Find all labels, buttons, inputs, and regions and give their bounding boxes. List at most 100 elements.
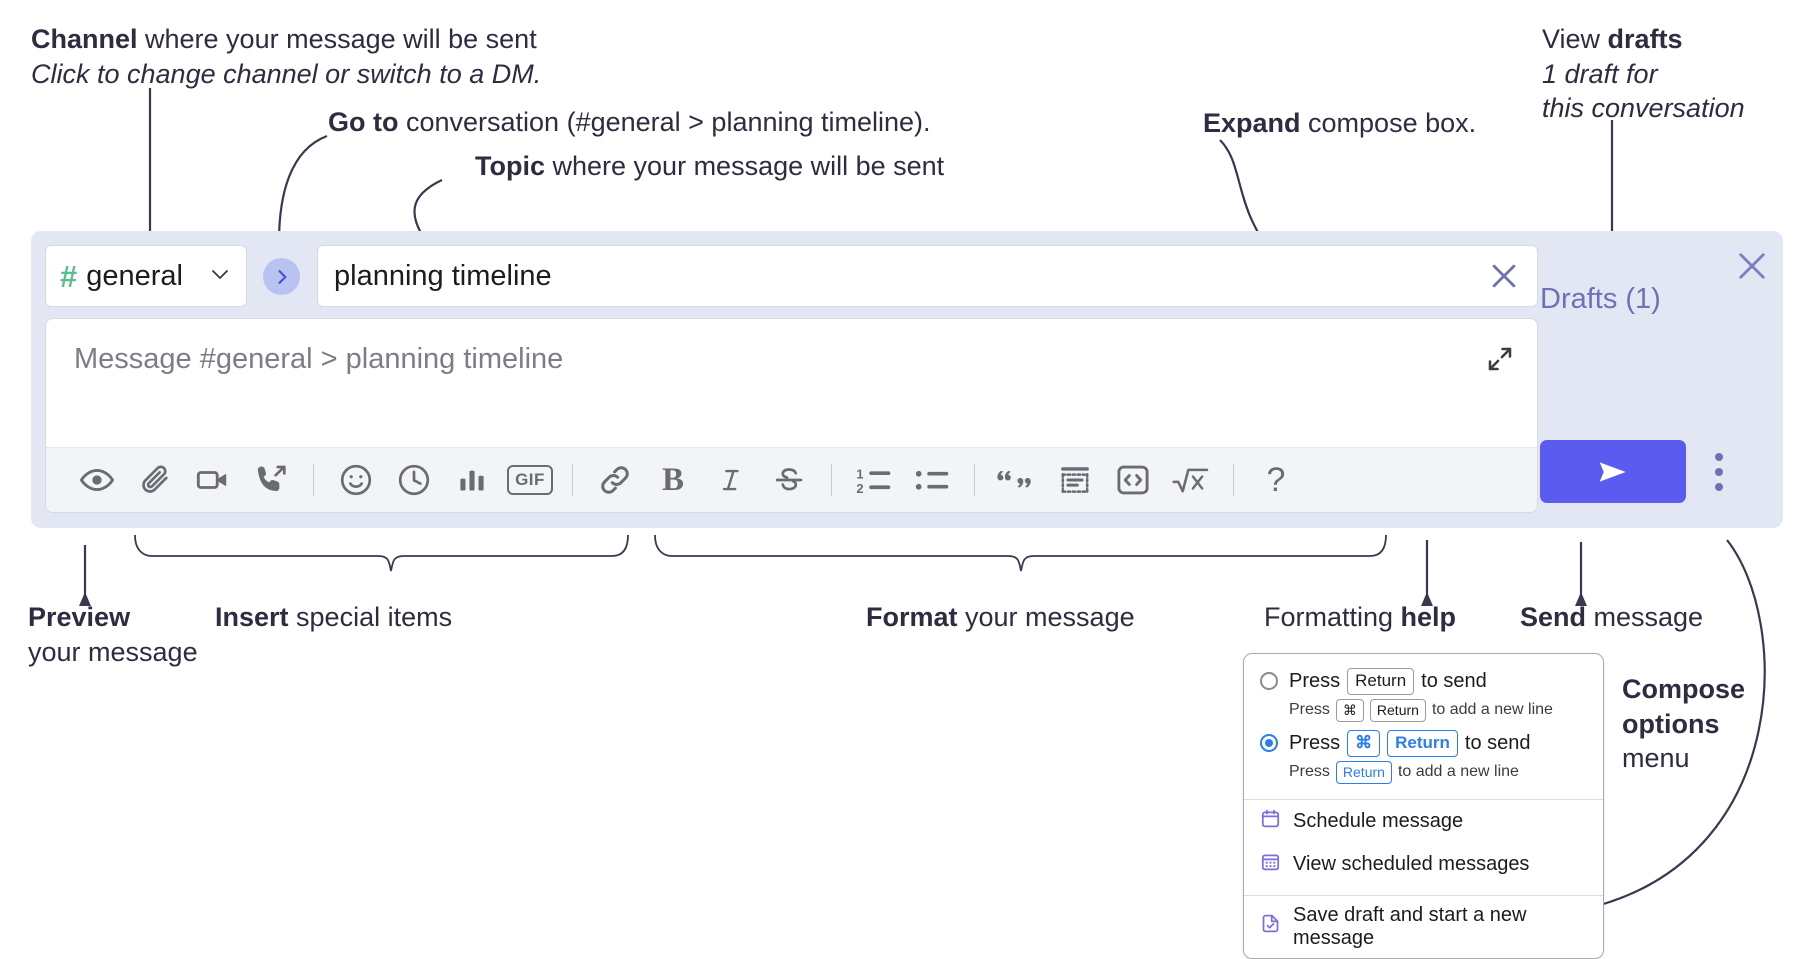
code-block-icon[interactable] bbox=[1046, 451, 1104, 509]
phone-forward-icon[interactable] bbox=[242, 451, 300, 509]
menu-item-label: Save draft and start a new message bbox=[1293, 903, 1527, 949]
key-return: Return bbox=[1335, 760, 1392, 784]
topic-value: planning timeline bbox=[334, 259, 552, 292]
hash-icon: # bbox=[60, 258, 78, 294]
toolbar-divider bbox=[313, 464, 314, 496]
more-dot bbox=[1715, 468, 1723, 476]
close-compose-icon[interactable] bbox=[1734, 248, 1770, 289]
annotation-drafts-bold: drafts bbox=[1607, 24, 1683, 54]
calendar-grid-icon bbox=[1260, 851, 1281, 878]
svg-text:2: 2 bbox=[856, 481, 863, 496]
chevron-right-icon bbox=[277, 269, 286, 284]
annotation-preview-bold: Preview bbox=[28, 602, 131, 632]
annotation-help: Formatting help bbox=[1264, 600, 1456, 635]
question-mark-icon[interactable]: ? bbox=[1247, 451, 1305, 509]
annotation-help-pre: Formatting bbox=[1264, 602, 1401, 632]
annotation-drafts: View drafts 1 draft for this conversatio… bbox=[1542, 22, 1745, 126]
key-return: Return bbox=[1369, 698, 1426, 722]
annotation-goto-bold: Go to bbox=[328, 107, 399, 137]
toolbar-divider bbox=[831, 464, 832, 496]
bar-chart-icon[interactable] bbox=[443, 451, 501, 509]
emoji-icon[interactable] bbox=[327, 451, 385, 509]
send-button[interactable] bbox=[1540, 440, 1686, 503]
menu-item-view-scheduled-messages[interactable]: View scheduled messages bbox=[1244, 843, 1603, 886]
toolbar-divider bbox=[974, 464, 975, 496]
annotation-drafts-sub1: 1 draft for bbox=[1542, 58, 1658, 89]
more-dot bbox=[1715, 483, 1723, 491]
strikethrough-icon[interactable] bbox=[760, 451, 818, 509]
annotation-drafts-sub2: this conversation bbox=[1542, 93, 1745, 124]
menu-item-schedule-message[interactable]: Schedule message bbox=[1244, 800, 1603, 843]
tail-word: to send bbox=[1464, 731, 1531, 754]
paperclip-icon[interactable] bbox=[126, 451, 184, 509]
send-icon bbox=[1599, 461, 1626, 482]
toolbar-divider bbox=[572, 464, 573, 496]
drafts-link[interactable]: Drafts (1) bbox=[1540, 283, 1661, 315]
tail-word: to send bbox=[1421, 669, 1487, 692]
go-to-conversation-button[interactable] bbox=[263, 258, 300, 295]
menu-item-label: Schedule message bbox=[1293, 809, 1464, 832]
gif-icon[interactable]: GIF bbox=[501, 451, 559, 509]
save-draft-icon bbox=[1260, 913, 1281, 940]
blockquote-icon[interactable] bbox=[988, 451, 1046, 509]
annotation-channel-bold: Channel bbox=[31, 24, 138, 54]
bold-icon[interactable]: B bbox=[644, 451, 702, 509]
annotation-topic: Topic where your message will be sent bbox=[475, 149, 944, 184]
message-input-box[interactable]: Message #general > planning timeline bbox=[45, 318, 1538, 513]
calendar-icon bbox=[1260, 808, 1281, 835]
bulleted-list-icon[interactable] bbox=[903, 451, 961, 509]
compose-options-button[interactable] bbox=[1702, 444, 1736, 500]
annotation-channel-sub: Click to change channel or switch to a D… bbox=[31, 58, 542, 89]
key-return: Return bbox=[1387, 729, 1458, 757]
annotation-drafts-pre: View bbox=[1542, 24, 1608, 54]
radio-option-2-hint: Press Return to add a new line bbox=[1244, 759, 1603, 790]
compose-panel: # general planning timeline Message #gen… bbox=[31, 231, 1783, 528]
menu-divider bbox=[1244, 894, 1603, 896]
annotation-insert-bold: Insert bbox=[215, 602, 289, 632]
menu-item-save-draft[interactable]: Save draft and start a new message bbox=[1244, 896, 1603, 958]
press-word: Press bbox=[1289, 731, 1341, 754]
menu-item-label: View scheduled messages bbox=[1293, 852, 1530, 875]
annotation-send-bold: Send bbox=[1520, 602, 1587, 632]
radio-option-1-hint: Press ⌘ Return to add a new line bbox=[1244, 697, 1603, 728]
video-camera-icon[interactable] bbox=[184, 451, 242, 509]
channel-selector[interactable]: # general bbox=[45, 245, 247, 307]
message-input-placeholder: Message #general > planning timeline bbox=[74, 343, 564, 375]
annotation-goto-rest: conversation (#general > planning timeli… bbox=[398, 107, 931, 137]
compose-options-menu: Press Return to send Press ⌘ Return to a… bbox=[1243, 653, 1604, 959]
radio-option-cmd-return-to-send[interactable]: Press ⌘ Return to send bbox=[1244, 728, 1603, 759]
tail-word: to add a new line bbox=[1397, 763, 1519, 781]
annotation-format-bold: Format bbox=[866, 602, 958, 632]
annotation-channel-rest: where your message will be sent bbox=[137, 24, 537, 54]
annotation-options-bold2: options bbox=[1622, 708, 1720, 739]
annotation-insert-rest: special items bbox=[288, 602, 453, 632]
math-icon[interactable] bbox=[1162, 451, 1220, 509]
press-word: Press bbox=[1289, 763, 1330, 781]
radio-button[interactable] bbox=[1260, 672, 1278, 691]
expand-icon[interactable] bbox=[1485, 344, 1515, 379]
annotation-preview-line2: your message bbox=[28, 636, 198, 667]
annotation-topic-bold: Topic bbox=[475, 151, 545, 181]
help-glyph: ? bbox=[1266, 460, 1286, 499]
radio-option-2-label: Press ⌘ Return to send bbox=[1289, 729, 1531, 757]
clock-icon[interactable] bbox=[385, 451, 443, 509]
radio-option-return-to-send[interactable]: Press Return to send bbox=[1244, 666, 1603, 697]
ordered-list-icon[interactable]: 1 2 bbox=[845, 451, 903, 509]
radio-button-selected[interactable] bbox=[1260, 734, 1278, 753]
close-icon[interactable] bbox=[1487, 259, 1521, 293]
annotation-topic-rest: where your message will be sent bbox=[545, 151, 945, 181]
link-icon[interactable] bbox=[586, 451, 644, 509]
key-command: ⌘ bbox=[1347, 729, 1381, 757]
code-inline-icon[interactable] bbox=[1104, 451, 1162, 509]
eye-icon[interactable] bbox=[68, 451, 126, 509]
more-dot bbox=[1715, 453, 1723, 461]
topic-field[interactable]: planning timeline bbox=[317, 245, 1538, 307]
key-return: Return bbox=[1347, 668, 1415, 695]
bold-glyph: B bbox=[661, 461, 684, 498]
annotation-expand-rest: compose box. bbox=[1300, 108, 1477, 138]
annotation-goto: Go to conversation (#general > planning … bbox=[328, 105, 931, 140]
italic-icon[interactable] bbox=[702, 451, 760, 509]
menu-divider bbox=[1244, 798, 1603, 800]
tail-word: to add a new line bbox=[1431, 701, 1553, 719]
press-word: Press bbox=[1289, 669, 1341, 692]
